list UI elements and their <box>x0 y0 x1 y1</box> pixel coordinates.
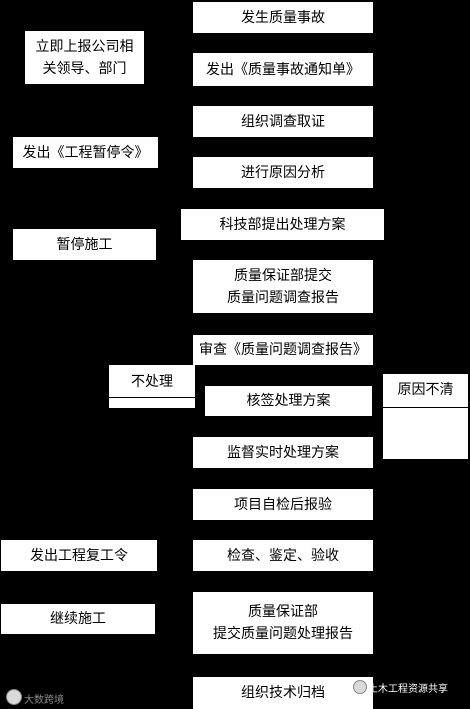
side-label-line2: 关领导、部门 <box>42 60 127 77</box>
side-label-line1: 立即上报公司相 <box>35 38 134 55</box>
step-label: 审查《质量问题调查报告》 <box>199 342 367 358</box>
step-quality-accident: 发生质量事故 <box>193 2 373 33</box>
step-qa-handling-report: 质量保证部提交质量问题处理报告 <box>193 592 373 654</box>
divider <box>109 397 195 398</box>
divider <box>383 407 468 408</box>
side-label: 继续施工 <box>50 611 106 627</box>
side-label: 发出工程复工令 <box>30 547 128 564</box>
step-label: 监督实时处理方案 <box>227 444 339 461</box>
step-label-line1: 质量保证部提交 <box>234 267 332 284</box>
step-inspect-accept: 检查、鉴定、验收 <box>193 540 373 571</box>
watermark-logo-icon <box>6 689 22 705</box>
step-qa-investigation-report: 质量保证部提交质量问题调查报告 <box>193 260 373 313</box>
side-label: 发出《工程暂停令》 <box>22 144 149 161</box>
step-label: 发生质量事故 <box>241 9 325 26</box>
watermark-right: 土木工程资源共享 <box>368 684 448 695</box>
step-supervise-plan: 监督实时处理方案 <box>193 437 373 468</box>
step-label: 科技部提出处理方案 <box>219 216 346 233</box>
side-issue-stop-order: 发出《工程暂停令》 <box>13 137 158 168</box>
step-label: 进行原因分析 <box>241 164 325 181</box>
step-approve-plan: 核签处理方案 <box>205 386 372 416</box>
side-resume-order: 发出工程复工令 <box>1 540 157 571</box>
step-investigate: 组织调查取证 <box>193 106 373 137</box>
step-tech-dept-proposal: 科技部提出处理方案 <box>181 209 384 240</box>
branch-unclear-cause: 原因不清 <box>383 374 468 459</box>
step-label-line2: 提交质量问题处理报告 <box>213 626 353 642</box>
step-label: 组织调查取证 <box>241 113 325 130</box>
step-label-line1: 质量保证部 <box>248 604 318 620</box>
step-label: 核签处理方案 <box>246 393 331 409</box>
branch-label: 不处理 <box>131 374 173 390</box>
side-report-leaders: 立即上报公司相关领导、部门 <box>25 31 144 84</box>
side-stop-construction: 暂停施工 <box>13 229 156 260</box>
step-issue-accident-notice: 发出《质量事故通知单》 <box>193 53 373 86</box>
step-review-report: 审查《质量问题调查报告》 <box>193 335 373 365</box>
step-label: 检查、鉴定、验收 <box>227 547 339 564</box>
wechat-icon <box>353 680 367 694</box>
side-label: 暂停施工 <box>56 236 113 253</box>
step-cause-analysis: 进行原因分析 <box>193 157 373 188</box>
step-self-inspection: 项目自检后报验 <box>193 489 373 520</box>
step-label-line2: 质量问题调查报告 <box>227 289 339 306</box>
step-label: 组织技术归档 <box>241 685 325 701</box>
branch-no-handling: 不处理 <box>109 365 195 408</box>
step-label: 项目自检后报验 <box>234 496 332 513</box>
step-archive: 组织技术归档 <box>193 677 373 709</box>
watermark-left: 大数跨境 <box>24 695 64 706</box>
step-label: 发出《质量事故通知单》 <box>206 61 360 78</box>
side-continue-construction: 继续施工 <box>1 604 155 634</box>
branch-label: 原因不清 <box>397 382 454 398</box>
